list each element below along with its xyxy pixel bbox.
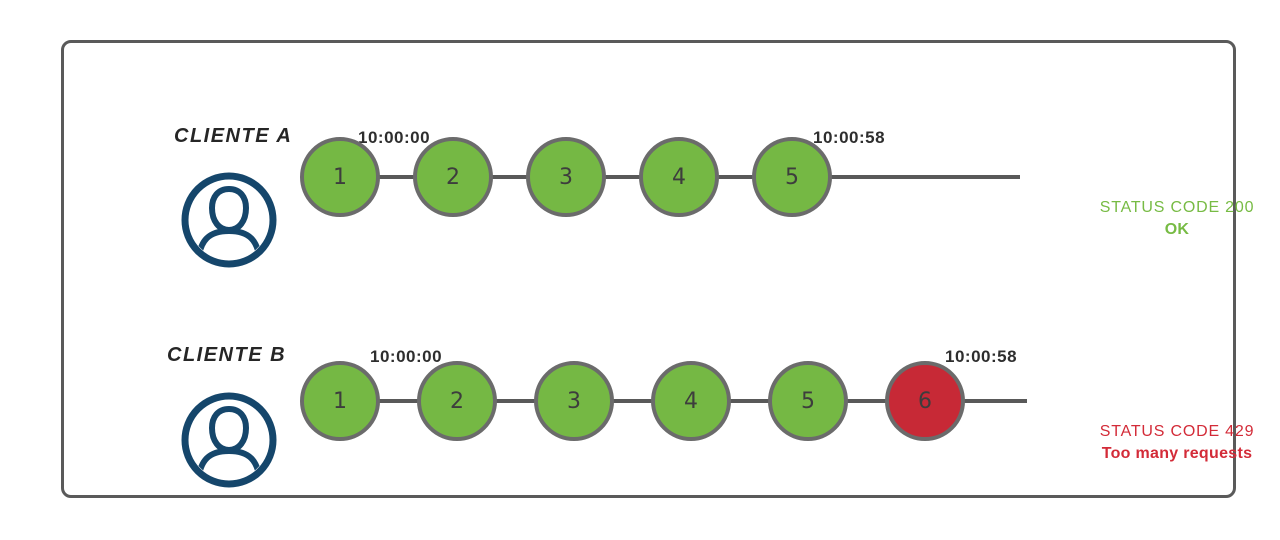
client-a-label: CLIENTE A bbox=[174, 125, 293, 147]
timestamp-start: 10:00:00 bbox=[370, 347, 443, 366]
timestamp-end: 10:00:58 bbox=[945, 347, 1018, 366]
user-avatar-icon bbox=[181, 392, 277, 488]
client-b-label: CLIENTE B bbox=[167, 344, 287, 366]
request-circle: 2 bbox=[417, 361, 497, 441]
request-circle: 4 bbox=[651, 361, 731, 441]
request-circle: 1 bbox=[300, 361, 380, 441]
status-reason-text: OK bbox=[1164, 221, 1190, 238]
status-message-success: STATUS CODE 200 OK bbox=[1082, 197, 1272, 241]
request-circle: 5 bbox=[768, 361, 848, 441]
request-circle: 1 bbox=[300, 137, 380, 217]
request-circle: 3 bbox=[534, 361, 614, 441]
request-circle-blocked: 6 bbox=[885, 361, 965, 441]
request-circle: 5 bbox=[752, 137, 832, 217]
request-circle: 4 bbox=[639, 137, 719, 217]
status-message-error: STATUS CODE 429 Too many requests bbox=[1082, 421, 1272, 465]
status-code-text: STATUS CODE 429 bbox=[1099, 423, 1255, 440]
request-circle: 3 bbox=[526, 137, 606, 217]
user-avatar-icon bbox=[181, 172, 277, 268]
status-code-text: STATUS CODE 200 bbox=[1099, 199, 1255, 216]
status-reason-text: Too many requests bbox=[1101, 445, 1253, 462]
timestamp-start: 10:00:00 bbox=[358, 128, 431, 147]
request-circle: 2 bbox=[413, 137, 493, 217]
timestamp-end: 10:00:58 bbox=[813, 128, 886, 147]
